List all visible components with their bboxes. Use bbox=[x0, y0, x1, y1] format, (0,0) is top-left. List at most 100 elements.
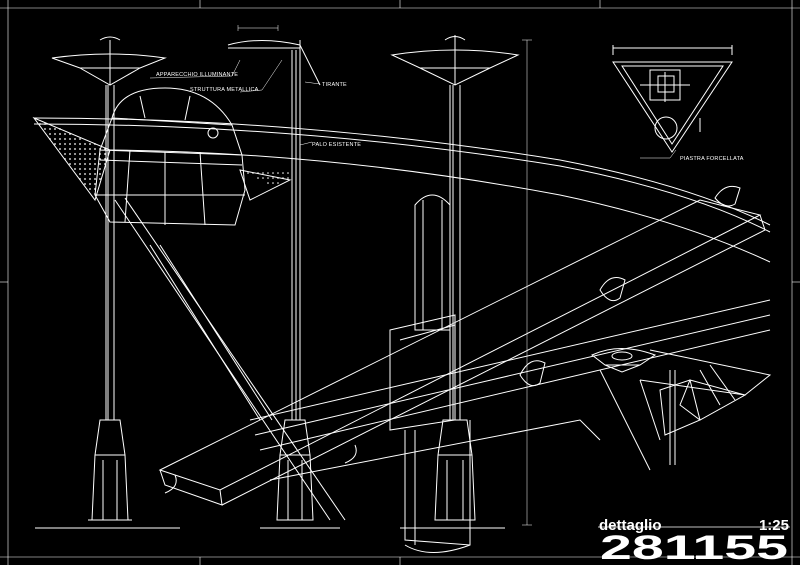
bracket-detail bbox=[591, 348, 772, 471]
mesh-dot bbox=[272, 177, 274, 179]
mesh-dot bbox=[69, 148, 71, 150]
mesh-dot bbox=[84, 168, 86, 170]
mesh-dot bbox=[94, 163, 96, 165]
mesh-dot bbox=[267, 177, 269, 179]
mesh-dot bbox=[257, 172, 259, 174]
mesh-hatch bbox=[39, 123, 289, 195]
diagonal-beam bbox=[158, 185, 771, 506]
mesh-dot bbox=[104, 163, 106, 165]
label-tie-rod: TIRANTE bbox=[322, 82, 347, 88]
mesh-dot bbox=[74, 148, 76, 150]
mesh-dot bbox=[277, 172, 279, 174]
mesh-dot bbox=[89, 188, 91, 190]
mesh-dot bbox=[79, 153, 81, 155]
mesh-dot bbox=[84, 143, 86, 145]
mesh-dot bbox=[247, 172, 249, 174]
label-lighting-fixture: APPARECCHIO ILLUMINANTE bbox=[156, 72, 238, 78]
mesh-dot bbox=[54, 133, 56, 135]
mesh-dot bbox=[89, 168, 91, 170]
mesh-dot bbox=[79, 158, 81, 160]
label-pole: PALO ESISTENTE bbox=[312, 142, 361, 148]
mesh-dot bbox=[74, 153, 76, 155]
mesh-dot bbox=[287, 177, 289, 179]
label-metal-structure: STRUTTURA METALLICA bbox=[190, 87, 259, 93]
mesh-dot bbox=[74, 163, 76, 165]
mesh-dot bbox=[59, 148, 61, 150]
mesh-dot bbox=[49, 128, 51, 130]
mesh-dot bbox=[79, 148, 81, 150]
mesh-dot bbox=[84, 148, 86, 150]
mesh-dot bbox=[287, 172, 289, 174]
mesh-dot bbox=[89, 158, 91, 160]
mesh-dot bbox=[69, 153, 71, 155]
mesh-dot bbox=[272, 182, 274, 184]
mesh-dot bbox=[84, 163, 86, 165]
mesh-dot bbox=[69, 163, 71, 165]
mesh-dot bbox=[282, 177, 284, 179]
title-block: dettaglio 1:25 281155 bbox=[598, 517, 790, 565]
mesh-dot bbox=[74, 158, 76, 160]
mesh-dot bbox=[272, 172, 274, 174]
mesh-dot bbox=[59, 133, 61, 135]
mesh-dot bbox=[262, 172, 264, 174]
mesh-dot bbox=[54, 143, 56, 145]
mesh-dot bbox=[257, 177, 259, 179]
mesh-dot bbox=[64, 158, 66, 160]
mesh-dot bbox=[74, 138, 76, 140]
mesh-dot bbox=[79, 138, 81, 140]
mesh-dot bbox=[94, 158, 96, 160]
mesh-dot bbox=[69, 143, 71, 145]
lamp-post-middle bbox=[227, 40, 340, 529]
mesh-dot bbox=[64, 148, 66, 150]
mesh-dot bbox=[282, 172, 284, 174]
mesh-dot bbox=[99, 178, 101, 180]
mesh-dot bbox=[104, 153, 106, 155]
mesh-dot bbox=[89, 148, 91, 150]
mesh-dot bbox=[262, 177, 264, 179]
drawing-labels: APPARECCHIO ILLUMINANTE STRUTTURA METALL… bbox=[156, 72, 744, 162]
mesh-dot bbox=[79, 143, 81, 145]
dome-canopy bbox=[94, 87, 246, 226]
title-caption: dettaglio bbox=[599, 517, 662, 534]
mesh-dot bbox=[104, 158, 106, 160]
mesh-dot bbox=[54, 128, 56, 130]
mesh-dot bbox=[277, 182, 279, 184]
mesh-dot bbox=[84, 158, 86, 160]
mesh-dot bbox=[89, 178, 91, 180]
mesh-dot bbox=[252, 172, 254, 174]
vertical-dimension bbox=[522, 39, 532, 526]
mesh-dot bbox=[94, 148, 96, 150]
mesh-dot bbox=[89, 143, 91, 145]
mesh-dot bbox=[104, 148, 106, 150]
mesh-dot bbox=[44, 128, 46, 130]
mesh-dot bbox=[277, 177, 279, 179]
mesh-dot bbox=[49, 133, 51, 135]
mesh-dot bbox=[267, 172, 269, 174]
mesh-dot bbox=[64, 133, 66, 135]
mesh-dot bbox=[54, 138, 56, 140]
mesh-dot bbox=[89, 173, 91, 175]
mesh-dot bbox=[44, 123, 46, 125]
mesh-dot bbox=[89, 153, 91, 155]
mesh-dot bbox=[64, 138, 66, 140]
mesh-dot bbox=[49, 138, 51, 140]
mesh-dot bbox=[59, 128, 61, 130]
mesh-dot bbox=[89, 183, 91, 185]
label-leaders bbox=[149, 25, 677, 159]
mesh-dot bbox=[84, 178, 86, 180]
mesh-dot bbox=[94, 168, 96, 170]
mesh-dot bbox=[94, 178, 96, 180]
mesh-dot bbox=[84, 183, 86, 185]
title-scale: 1:25 bbox=[759, 517, 789, 534]
mesh-dot bbox=[94, 153, 96, 155]
lamp-post-left bbox=[35, 36, 180, 529]
mesh-dot bbox=[69, 158, 71, 160]
mesh-dot bbox=[59, 143, 61, 145]
mesh-dot bbox=[89, 163, 91, 165]
mesh-dot bbox=[74, 143, 76, 145]
mesh-dot bbox=[74, 168, 76, 170]
mesh-dot bbox=[39, 123, 41, 125]
